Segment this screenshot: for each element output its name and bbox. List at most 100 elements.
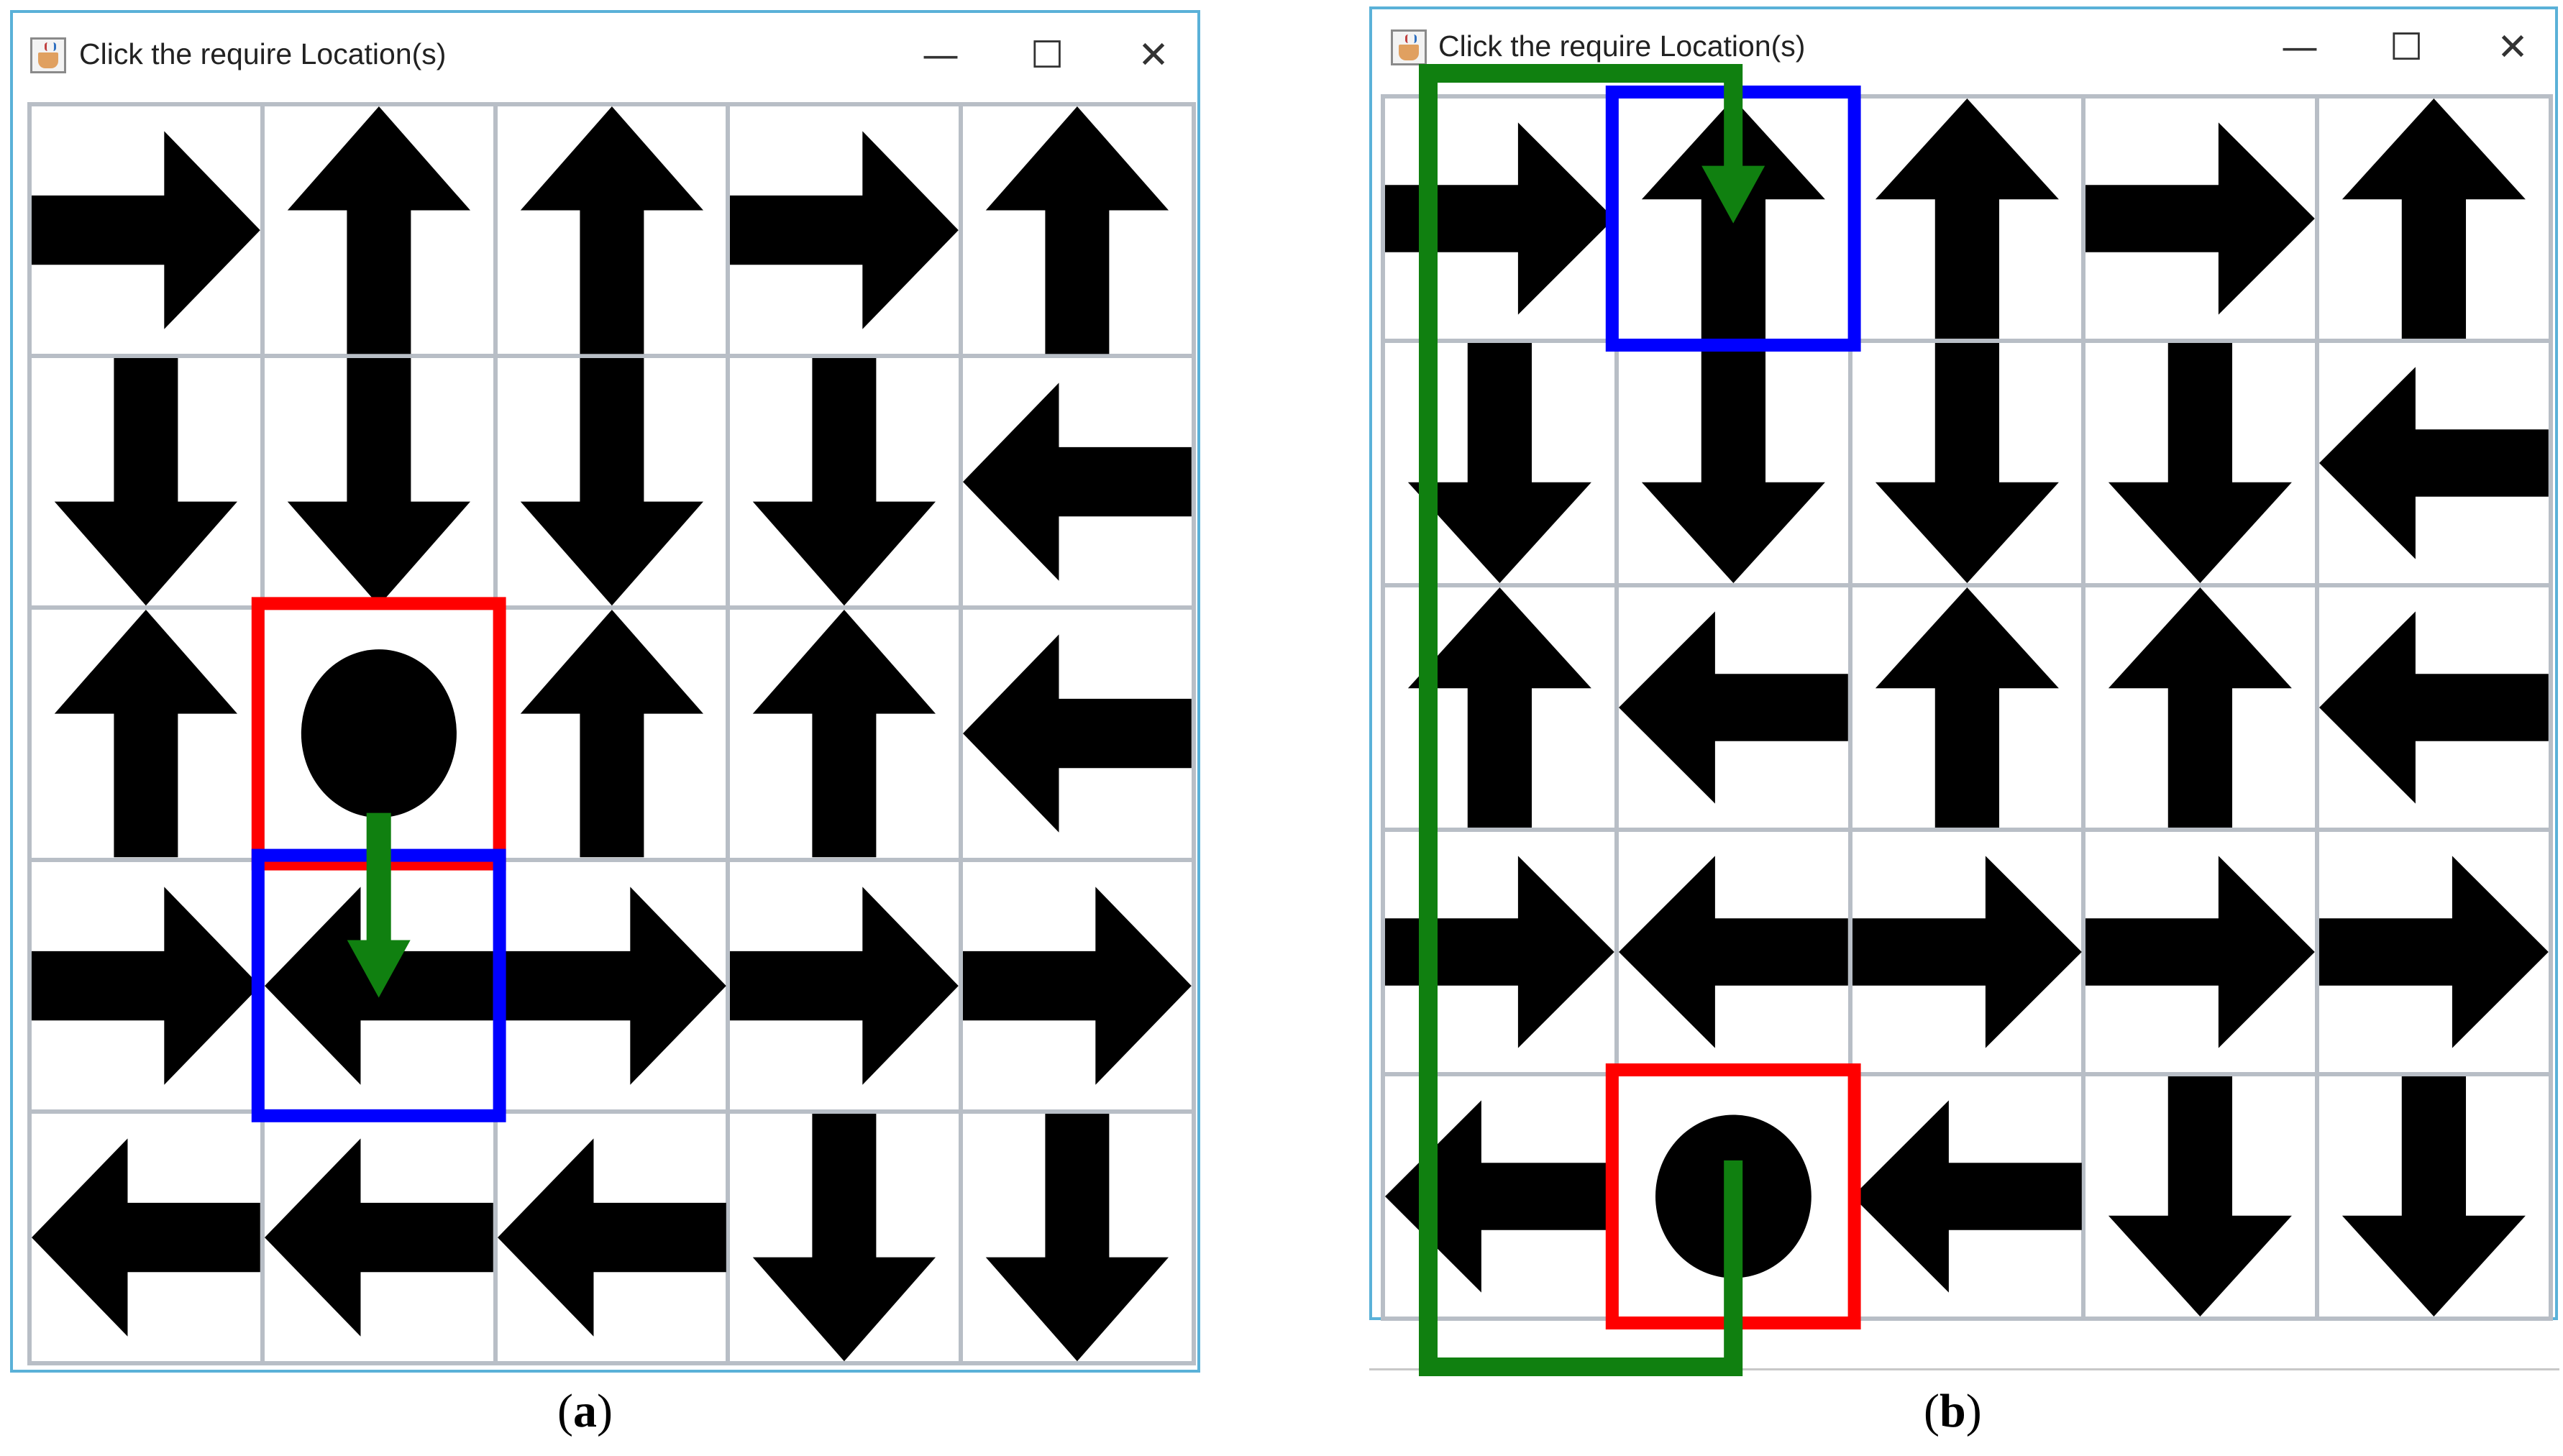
grid-cell[interactable]	[2319, 587, 2549, 828]
arrow-left-icon	[264, 887, 493, 1085]
arrow-down-icon	[985, 1113, 1169, 1361]
grid-cell[interactable]	[730, 861, 959, 1109]
arrow-down-icon	[1641, 343, 1825, 583]
minimize-button[interactable]: —	[2281, 26, 2318, 69]
grid-cell[interactable]	[730, 1113, 959, 1361]
grid-cell[interactable]	[32, 358, 260, 606]
grid-cell[interactable]	[1618, 1076, 1848, 1317]
arrow-left-icon	[1385, 1100, 1614, 1293]
arrow-left-icon	[497, 1138, 726, 1337]
grid-cell[interactable]	[497, 106, 726, 354]
arrow-left-icon	[2319, 611, 2549, 804]
arrow-up-icon	[753, 610, 936, 858]
arrow-up-icon	[520, 610, 703, 858]
arrow-grid	[1381, 94, 2553, 1321]
grid-cell[interactable]	[963, 106, 1192, 354]
arrow-grid	[27, 102, 1196, 1365]
divider-line	[1369, 1368, 2559, 1370]
grid-cell[interactable]	[264, 861, 493, 1109]
arrow-right-icon	[963, 887, 1192, 1085]
grid-cell[interactable]	[497, 861, 726, 1109]
grid-cell[interactable]	[2319, 832, 2549, 1072]
grid-cell[interactable]	[730, 610, 959, 858]
grid-cell[interactable]	[963, 610, 1192, 858]
grid-cell[interactable]	[497, 610, 726, 858]
arrow-down-icon	[2342, 1076, 2526, 1317]
grid-cell[interactable]	[963, 358, 1192, 606]
minimize-button[interactable]: —	[922, 34, 959, 77]
grid-cell[interactable]	[2085, 343, 2316, 583]
grid-cell[interactable]	[32, 610, 260, 858]
grid-cell[interactable]	[32, 106, 260, 354]
grid-cell[interactable]	[497, 1113, 726, 1361]
grid-cell[interactable]	[1385, 99, 1614, 339]
grid-cell[interactable]	[264, 106, 493, 354]
arrow-left-icon	[264, 1138, 493, 1337]
arrow-left-icon	[1852, 1100, 2082, 1293]
arrow-up-icon	[520, 106, 703, 354]
window-b: Click the require Location(s) — ☐ ✕	[1369, 6, 2558, 1321]
grid-cell[interactable]	[1385, 587, 1614, 828]
arrow-down-icon	[1875, 343, 2059, 583]
grid-cell[interactable]	[2319, 1076, 2549, 1317]
arrow-up-icon	[287, 106, 470, 354]
arrow-up-icon	[985, 106, 1169, 354]
arrow-down-icon	[520, 358, 703, 606]
maximize-button[interactable]: ☐	[1030, 34, 1064, 77]
grid-cell[interactable]	[963, 1113, 1192, 1361]
grid-cell[interactable]	[1618, 832, 1848, 1072]
arrow-left-icon	[2319, 367, 2549, 559]
grid-cell[interactable]	[1618, 343, 1848, 583]
grid-cell[interactable]	[730, 106, 959, 354]
arrow-up-icon	[2109, 587, 2293, 828]
title-bar: Click the require Location(s) — ☐ ✕	[13, 13, 1197, 98]
arrow-left-icon	[32, 1138, 260, 1337]
java-app-icon	[30, 37, 66, 73]
grid-cell[interactable]	[2085, 1076, 2316, 1317]
arrow-up-icon	[2342, 99, 2526, 339]
grid-cell[interactable]	[2319, 99, 2549, 339]
arrow-right-icon	[2319, 856, 2549, 1048]
arrow-down-icon	[2109, 1076, 2293, 1317]
grid-cell[interactable]	[1618, 587, 1848, 828]
arrow-up-icon	[1875, 587, 2059, 828]
grid-cell[interactable]	[2085, 832, 2316, 1072]
grid-cell[interactable]	[2319, 343, 2549, 583]
grid-cell[interactable]	[1618, 99, 1848, 339]
grid-cell[interactable]	[264, 1113, 493, 1361]
window-title: Click the require Location(s)	[79, 37, 447, 70]
grid-cell[interactable]	[2085, 99, 2316, 339]
grid-cell[interactable]	[1852, 99, 2082, 339]
maximize-button[interactable]: ☐	[2389, 26, 2423, 69]
arrow-up-icon	[1875, 99, 2059, 339]
grid-cell[interactable]	[1385, 832, 1614, 1072]
grid-cell[interactable]	[1852, 587, 2082, 828]
arrow-up-icon	[1641, 99, 1825, 339]
circle-icon	[1655, 1114, 1812, 1278]
java-app-icon	[1391, 29, 1427, 65]
arrow-right-icon	[1385, 856, 1614, 1048]
grid-cell[interactable]	[1385, 343, 1614, 583]
grid-cell[interactable]	[264, 610, 493, 858]
arrow-right-icon	[730, 131, 959, 329]
grid-cell[interactable]	[1385, 1076, 1614, 1317]
close-button[interactable]: ✕	[1138, 34, 1169, 77]
grid-cell[interactable]	[497, 358, 726, 606]
grid-cell[interactable]	[32, 861, 260, 1109]
arrow-up-icon	[1407, 587, 1591, 828]
grid-cell[interactable]	[32, 1113, 260, 1361]
close-button[interactable]: ✕	[2497, 26, 2528, 69]
caption-b: (b)	[1924, 1385, 1982, 1437]
grid-cell[interactable]	[963, 861, 1192, 1109]
arrow-down-icon	[753, 358, 936, 606]
grid-cell[interactable]	[1852, 343, 2082, 583]
arrow-down-icon	[54, 358, 238, 606]
arrow-right-icon	[497, 887, 726, 1085]
grid-cell[interactable]	[2085, 587, 2316, 828]
arrow-right-icon	[32, 131, 260, 329]
grid-cell[interactable]	[730, 358, 959, 606]
grid-cell[interactable]	[1852, 832, 2082, 1072]
grid-cell[interactable]	[1852, 1076, 2082, 1317]
window-title: Click the require Location(s)	[1438, 29, 1806, 63]
grid-cell[interactable]	[264, 358, 493, 606]
